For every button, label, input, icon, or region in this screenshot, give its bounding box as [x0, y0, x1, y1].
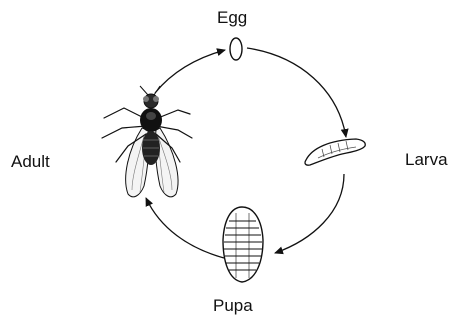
adult-fly-illustration	[102, 86, 192, 197]
arrow-adult-to-egg	[155, 50, 225, 93]
arrow-larva-to-pupa	[275, 174, 344, 253]
larva-illustration	[305, 139, 365, 165]
arrow-egg-to-larva	[247, 48, 346, 137]
arrow-pupa-to-adult	[146, 198, 224, 258]
stage-label-egg: Egg	[217, 8, 247, 28]
stage-label-adult: Adult	[11, 152, 50, 172]
egg-illustration	[230, 38, 242, 60]
pupa-illustration	[223, 207, 263, 282]
stage-label-pupa: Pupa	[213, 296, 253, 316]
stage-label-larva: Larva	[405, 150, 448, 170]
